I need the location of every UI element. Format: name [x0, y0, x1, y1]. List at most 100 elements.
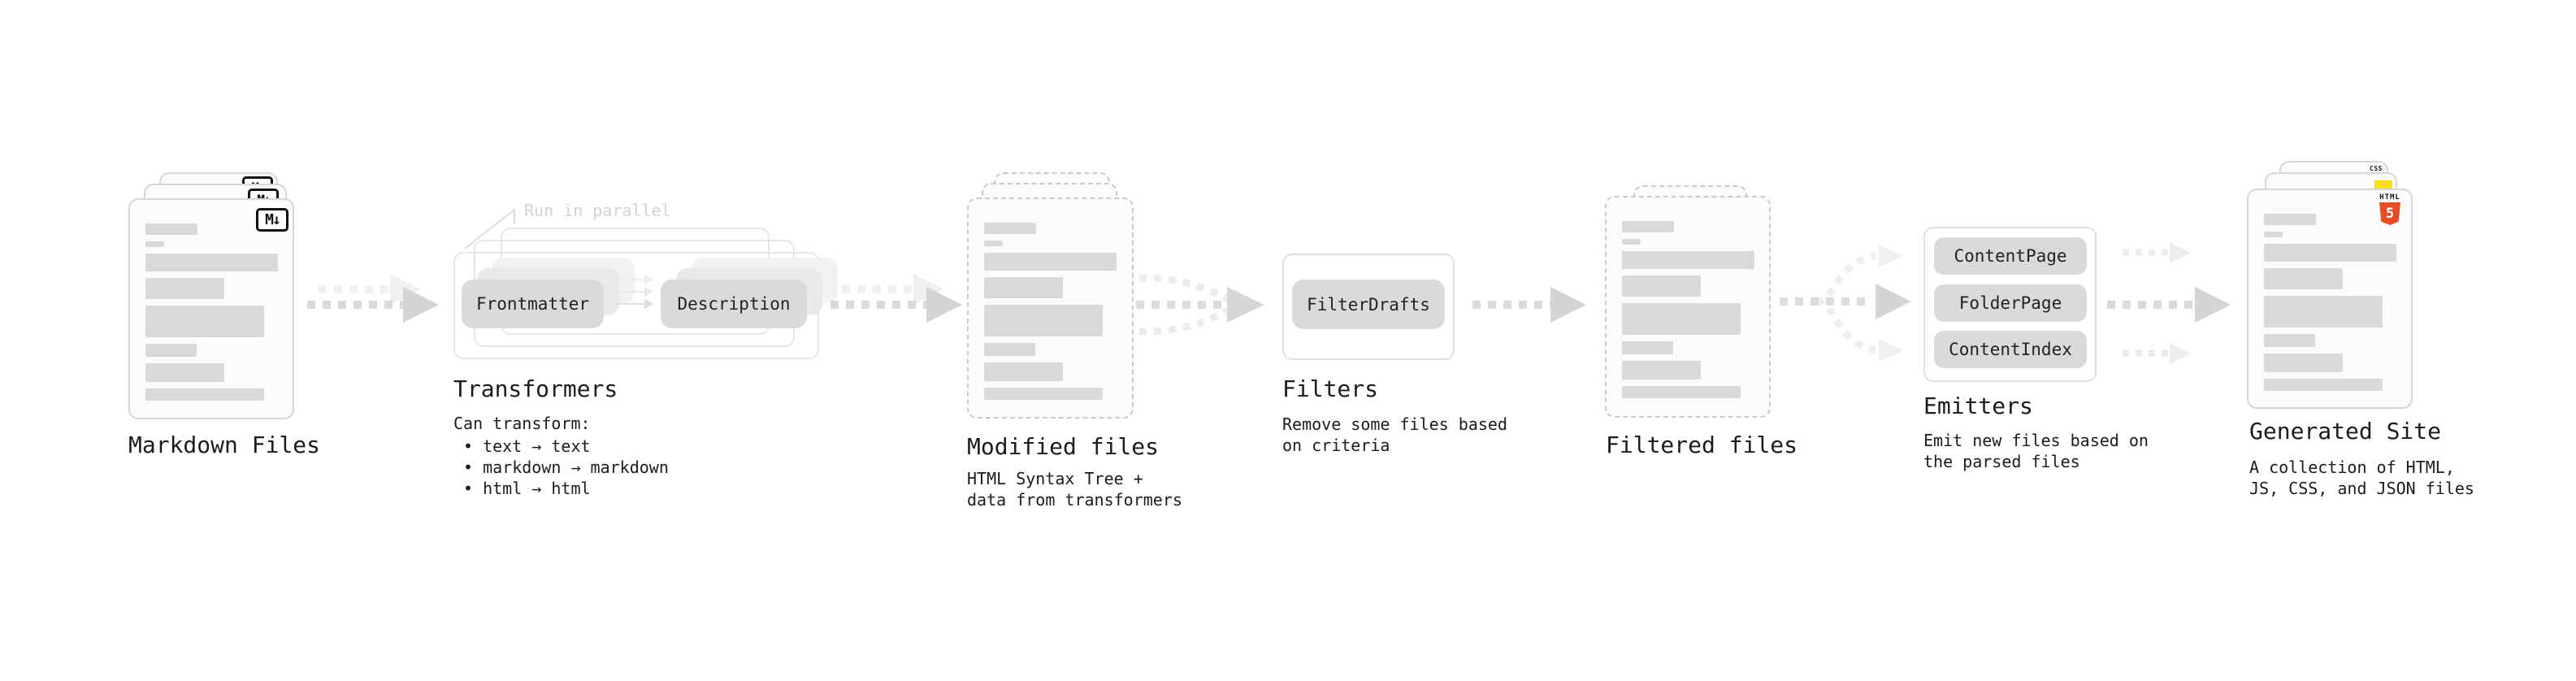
- placeholder-bar: [984, 223, 1036, 234]
- markdown-file-card-front: M↓: [128, 198, 294, 419]
- transformers-bullet: • text → text: [463, 436, 591, 456]
- arrow-dashes: [2123, 350, 2170, 357]
- placeholder-bar: [2264, 214, 2316, 225]
- emitter-box-folderpage: FolderPage: [1934, 284, 2087, 322]
- emitters-description: Emit new files based on the parsed files: [1923, 431, 2149, 471]
- flow-arrow-main: [830, 287, 962, 323]
- placeholder-bar: [984, 277, 1063, 298]
- flow-arrow-filtered-to-emitters: [1780, 245, 1911, 362]
- placeholder-bar: [1622, 386, 1741, 398]
- arrow-dashes: [307, 301, 403, 309]
- arrow-dashes: [842, 285, 913, 293]
- placeholder-bar: [1622, 303, 1741, 335]
- document-placeholder-lines: [984, 223, 1117, 400]
- parallel-arrow-icon: [615, 275, 653, 284]
- arrow-head-icon: [2195, 287, 2231, 323]
- arrow-head-icon: [1879, 245, 1903, 267]
- flow-arrow-main: [307, 287, 439, 323]
- placeholder-bar: [1622, 251, 1754, 269]
- modified-files-description: HTML Syntax Tree + data from transformer…: [967, 469, 1182, 510]
- placeholder-bar: [2264, 268, 2343, 289]
- arrow-head-icon: [926, 287, 962, 323]
- placeholder-bar: [984, 343, 1035, 356]
- placeholder-bar: [1622, 275, 1701, 297]
- transformers-body-heading: Can transform:: [453, 414, 591, 433]
- html5-icon-label: HTML: [2379, 193, 2400, 202]
- arrow-dashes: [2123, 249, 2170, 256]
- placeholder-bar: [145, 254, 278, 271]
- placeholder-bar: [984, 388, 1103, 400]
- placeholder-bar: [145, 388, 264, 401]
- document-placeholder-lines: [2264, 214, 2396, 391]
- placeholder-bar: [984, 362, 1063, 381]
- run-in-parallel-annotation: Run in parallel: [524, 201, 671, 220]
- placeholder-bar: [984, 241, 1003, 246]
- placeholder-bar: [145, 223, 197, 235]
- parallel-arrow-icon: [615, 299, 653, 309]
- filters-container: [1282, 254, 1455, 360]
- arrow-dashes: [2107, 301, 2195, 309]
- placeholder-bar: [984, 305, 1103, 336]
- arrow-dashes: [830, 301, 926, 309]
- transformers-title: Transformers: [453, 375, 618, 402]
- markdown-icon: M↓: [256, 208, 288, 232]
- annotation-leader-line: [464, 209, 515, 249]
- placeholder-bar: [1622, 341, 1673, 354]
- emitter-box-contentindex: ContentIndex: [1934, 331, 2087, 368]
- filters-description: Remove some files based on criteria: [1282, 414, 1507, 455]
- placeholder-bar: [145, 363, 224, 382]
- transformers-bullet: • html → html: [463, 479, 591, 498]
- emitters-title: Emitters: [1923, 393, 2033, 419]
- filtered-file-card-front: [1605, 196, 1771, 418]
- parallel-arrow-icon: [615, 287, 653, 297]
- filter-box-filterdrafts: FilterDrafts: [1292, 280, 1445, 329]
- arrow-head-icon: [1876, 284, 1911, 319]
- flow-arrow-main: [2107, 287, 2231, 323]
- placeholder-bar: [2264, 232, 2283, 237]
- placeholder-bar: [145, 241, 164, 247]
- site-file-card-html: HTML 5: [2247, 189, 2413, 409]
- emitters-container: [1923, 227, 2097, 382]
- css-icon-label: CSS: [2370, 165, 2383, 172]
- html5-icon-shield: 5: [2379, 202, 2400, 225]
- arrow-head-icon: [1879, 339, 1903, 362]
- placeholder-bar: [2264, 296, 2383, 327]
- document-placeholder-lines: [145, 223, 278, 401]
- flow-arrow-filters-to-filtered: [1472, 287, 1586, 323]
- arrow-head-icon: [1227, 287, 1264, 323]
- transformer-box-frontmatter: Frontmatter: [462, 280, 604, 328]
- flow-arrow-modified-to-filters: [1136, 274, 1264, 336]
- transformer-box-description: Description: [661, 280, 807, 328]
- arrow-dashes: [1472, 301, 1550, 309]
- modified-files-label: Modified files: [967, 433, 1160, 460]
- arrow-head-icon: [403, 287, 439, 323]
- arrow-head-icon: [2170, 343, 2191, 364]
- placeholder-bar: [2264, 354, 2343, 372]
- placeholder-bar: [145, 344, 197, 357]
- placeholder-bar: [145, 278, 224, 299]
- placeholder-bar: [145, 306, 264, 337]
- placeholder-bar: [2264, 379, 2383, 391]
- markdown-files-label: Markdown Files: [128, 432, 321, 458]
- placeholder-bar: [1622, 239, 1641, 245]
- filters-title: Filters: [1282, 375, 1379, 402]
- placeholder-bar: [1622, 221, 1674, 232]
- js-icon: [2374, 180, 2392, 189]
- arrow-head-icon: [2170, 242, 2191, 263]
- arrow-dashes: [319, 285, 390, 293]
- arrow-head-icon: [1550, 287, 1586, 323]
- transformers-bullet: • markdown → markdown: [463, 458, 669, 477]
- flow-arrow-bottom: [2123, 343, 2191, 364]
- emitter-box-contentpage: ContentPage: [1934, 237, 2087, 275]
- placeholder-bar: [1622, 361, 1701, 380]
- modified-file-card-front: [967, 197, 1134, 419]
- generated-site-label: Generated Site: [2249, 418, 2442, 445]
- placeholder-bar: [984, 253, 1117, 271]
- placeholder-bar: [2264, 334, 2315, 347]
- flow-arrow-top: [2123, 242, 2191, 263]
- html5-icon: HTML 5: [2377, 194, 2403, 225]
- generated-site-description: A collection of HTML, JS, CSS, and JSON …: [2249, 458, 2474, 498]
- placeholder-bar: [2264, 244, 2396, 262]
- document-placeholder-lines: [1622, 221, 1754, 398]
